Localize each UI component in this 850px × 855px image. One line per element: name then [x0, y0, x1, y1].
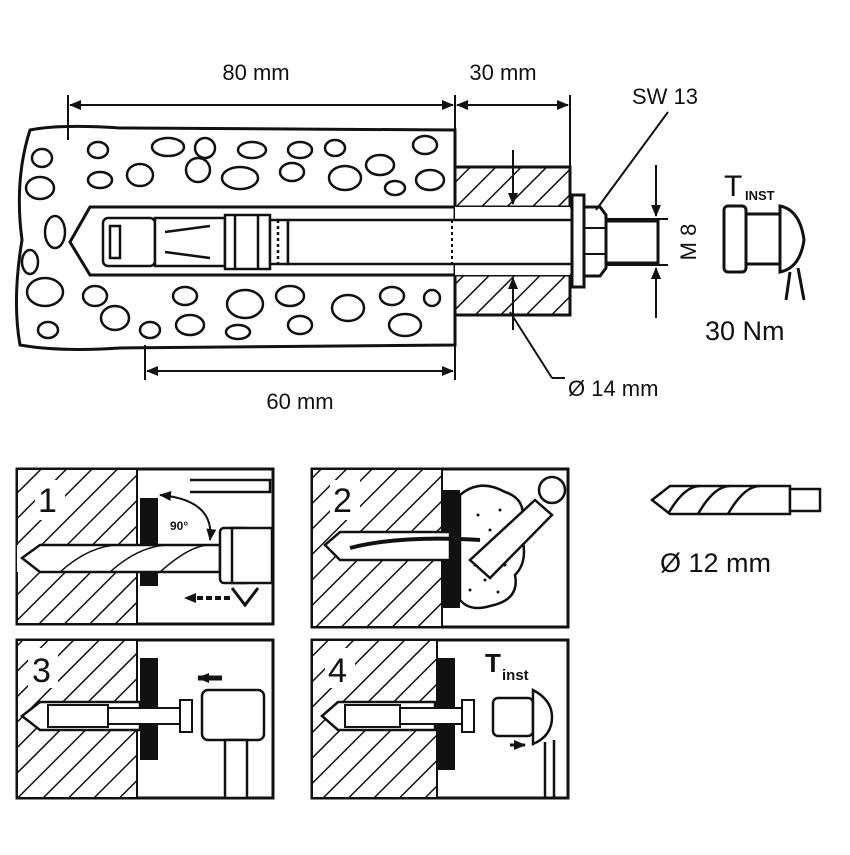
step-4-torque-symbol: T: [485, 648, 501, 678]
torque-subscript: INST: [745, 188, 775, 203]
anchor-sleeve: [101, 213, 290, 271]
embedment-depth-label: 80 mm: [222, 60, 289, 85]
threaded-end: [604, 219, 660, 265]
step-panel-3: 3: [15, 638, 275, 800]
wrench-size-label: SW 13: [632, 84, 698, 109]
torque-value-label: 30 Nm: [705, 316, 785, 346]
clearance-hole-label: Ø 14 mm: [568, 376, 658, 401]
fixture-thickness-label: 30 mm: [469, 60, 536, 85]
main-section-drawing: 80 mm 30 mm SW 13 M 8 T INST 30 Nm Ø 14 …: [14, 60, 806, 414]
step-panel-2: 2: [310, 467, 570, 629]
hex-nut: [582, 205, 608, 278]
step-number-4: 4: [328, 652, 347, 690]
drill-bit-icon: [649, 484, 822, 516]
step-panel-4: 4 T inst: [310, 638, 570, 800]
step-1-angle: 90°: [170, 519, 188, 533]
step-number-3: 3: [32, 652, 51, 690]
step-panel-1: 1 90°: [15, 467, 275, 626]
thread-size-label: M 8: [676, 224, 701, 261]
bolt-shank: [286, 218, 580, 266]
torque-symbol: T: [724, 170, 742, 203]
step-4-torque-subscript: inst: [502, 667, 529, 684]
washer: [570, 193, 586, 289]
torque-wrench-icon: [722, 204, 806, 301]
aggregate-stones: [20, 134, 446, 341]
min-depth-label: 60 mm: [266, 389, 333, 414]
step-number-2: 2: [333, 482, 352, 520]
drill-diameter-label: Ø 12 mm: [660, 548, 771, 578]
step-number-1: 1: [38, 482, 57, 520]
